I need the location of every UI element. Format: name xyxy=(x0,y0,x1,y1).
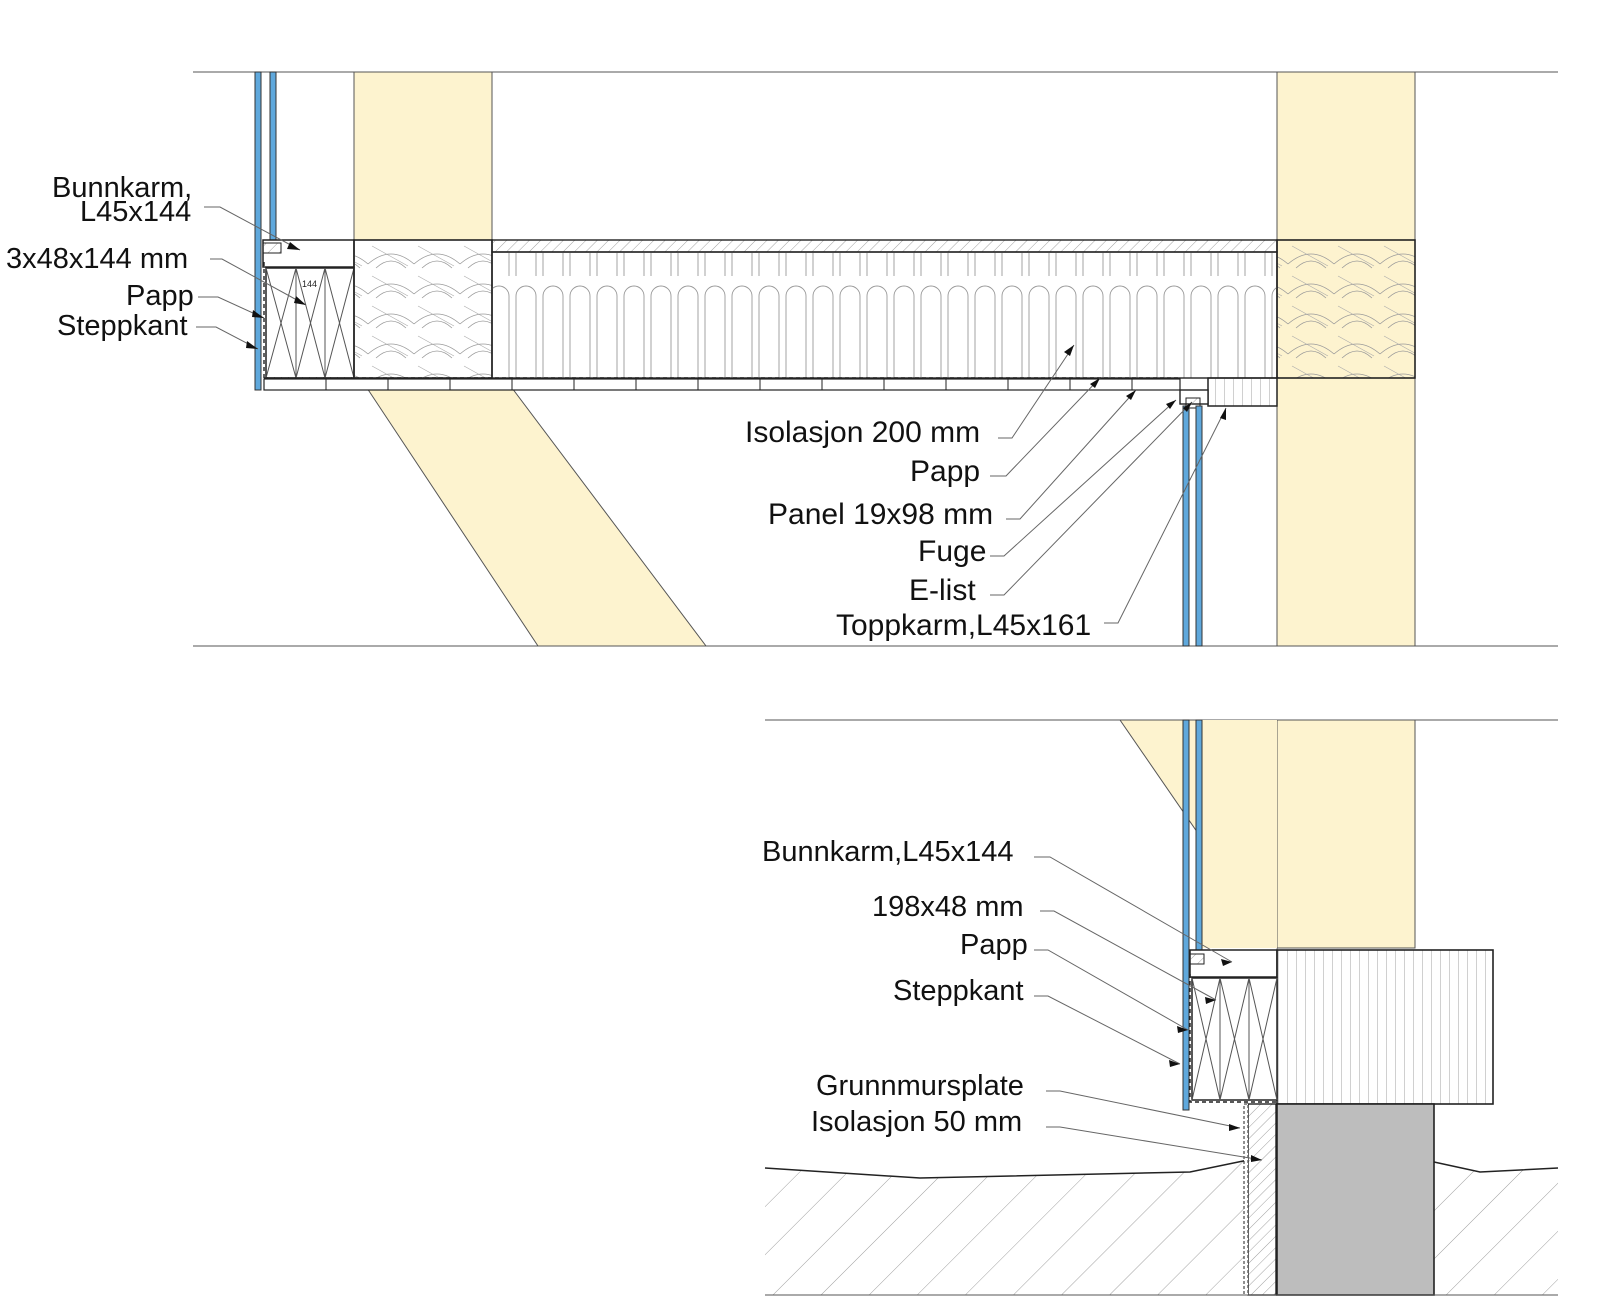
window-glass-left-inner xyxy=(269,71,277,243)
diagonal-brace xyxy=(366,387,708,647)
label-isolasjon-200: Isolasjon 200 mm xyxy=(745,416,980,449)
window-glass-right-inner xyxy=(1195,405,1203,647)
beam-end-left xyxy=(353,239,493,379)
concrete-foundation xyxy=(1276,1103,1435,1296)
window-glass-bottom xyxy=(1182,719,1190,1111)
bottom-labels: Bunnkarm,L45x144 198x48 mm Papp Steppkan… xyxy=(762,836,1028,1138)
timber-strip-bottom xyxy=(1198,720,1277,948)
top-left-leaders xyxy=(196,206,307,350)
label-elist: E-list xyxy=(909,574,976,607)
panel-joints xyxy=(325,379,1133,390)
fuge-seal xyxy=(1185,397,1201,409)
label-bunnkarm-bottom: Bunnkarm,L45x144 xyxy=(762,836,1014,868)
label-papp-top-left: Papp xyxy=(126,280,194,312)
label-lumber-top: 3x48x144 mm xyxy=(6,243,188,275)
bottom-section xyxy=(764,719,1559,1296)
ground-surface-left xyxy=(764,1159,1249,1179)
label-papp-bottom: Papp xyxy=(960,929,1028,961)
bottom-leaders xyxy=(1034,856,1263,1161)
beam-end-bottom xyxy=(1276,949,1494,1105)
top-right-labels: Isolasjon 200 mm Papp Panel 19x98 mm Fug… xyxy=(745,416,1091,642)
sill-drip-bottom xyxy=(1189,953,1205,965)
ground-soil-left xyxy=(765,1160,1248,1295)
label-lumber-bottom: 198x48 mm xyxy=(872,891,1024,923)
floor-insulation xyxy=(491,251,1278,379)
top-section: 144 xyxy=(193,71,1558,647)
window-glass-bottom-inner xyxy=(1195,719,1203,957)
label-bunnkarm-top-line2: L45x144 xyxy=(80,196,191,228)
label-steppkant-bottom: Steppkant xyxy=(893,975,1024,1007)
sill-drip xyxy=(262,242,282,254)
timber-post-bottom xyxy=(1276,719,1416,949)
top-right-leaders xyxy=(990,344,1227,624)
beam-end-right xyxy=(1276,239,1416,379)
label-steppkant-top: Steppkant xyxy=(57,310,188,342)
foundation-insulation xyxy=(1247,1103,1277,1296)
label-papp-top-right: Papp xyxy=(910,455,980,488)
window-glass-left xyxy=(254,71,262,391)
arrowheads xyxy=(246,242,1262,1162)
label-fuge: Fuge xyxy=(918,535,986,568)
grunnmursplate-board xyxy=(1243,1103,1249,1296)
ground-surface-right xyxy=(1433,1161,1559,1173)
top-left-labels: Bunnkarm, L45x144 3x48x144 mm Papp Stepp… xyxy=(6,172,194,342)
label-bunnkarm-top-line1: Bunnkarm, xyxy=(52,172,192,204)
window-glass-right xyxy=(1182,405,1190,647)
timber-post-left xyxy=(353,71,493,241)
label-isolasjon-50: Isolasjon 50 mm xyxy=(811,1106,1022,1138)
label-grunnmursplate: Grunnmursplate xyxy=(816,1070,1024,1102)
ceiling-panel xyxy=(263,378,1181,391)
toppkarm-head xyxy=(1207,377,1278,407)
floor-top-board xyxy=(491,239,1278,253)
dimension-mark-144: 144 xyxy=(302,279,317,289)
label-toppkarm: Toppkarm,L45x161 xyxy=(836,609,1091,642)
ground-soil-right xyxy=(1434,1162,1558,1295)
label-panel: Panel 19x98 mm xyxy=(768,498,993,531)
papp-membrane-bottom xyxy=(1189,974,1277,1103)
